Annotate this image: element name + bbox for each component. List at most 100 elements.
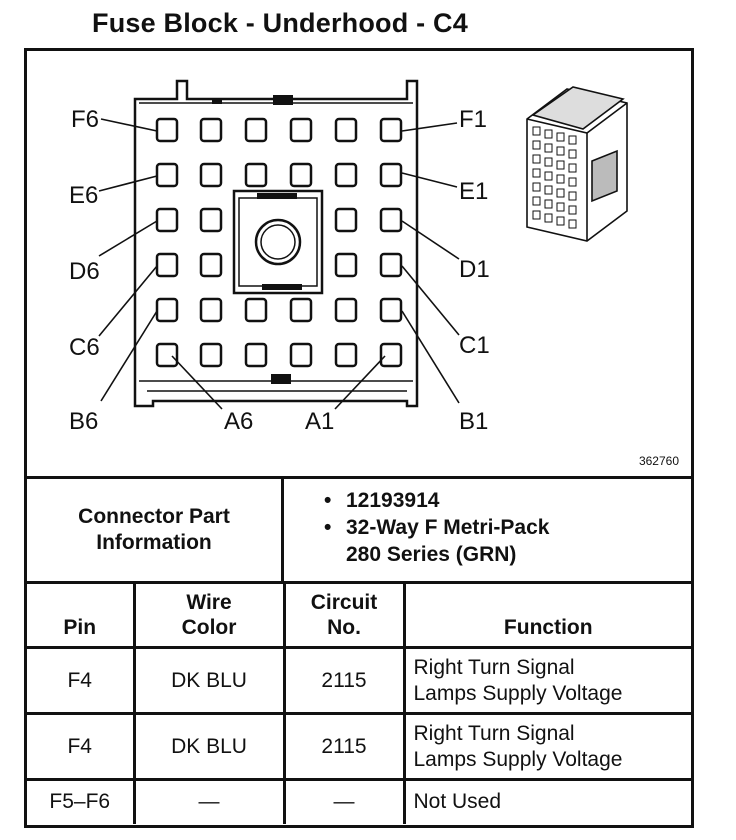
iso-cavity [556, 174, 565, 184]
iso-cavity [556, 216, 565, 226]
description-item-cont: 280 Series (GRN) [324, 541, 691, 568]
pin-cavity [155, 252, 179, 278]
iso-cavity [544, 143, 553, 153]
iso-cavity [568, 205, 577, 215]
figure-number: 362760 [638, 454, 679, 468]
pin-cavity [289, 117, 313, 143]
header-circuit: Circuit No. [282, 581, 404, 648]
pin-cavity [334, 117, 358, 143]
bullet-glyph: • [324, 516, 332, 539]
iso-cavity [544, 199, 553, 209]
connector-diagram: F6 E6 D6 C6 B6 A6 F1 E1 D1 C1 B1 A1 3627… [27, 51, 691, 476]
iso-cavity [532, 168, 541, 178]
iso-cavity [544, 157, 553, 167]
iso-cavity [532, 196, 541, 206]
header-wire-color: Wire Color [132, 581, 284, 648]
pin-cavity [244, 162, 268, 188]
function-cell: Not Used [402, 778, 691, 824]
pin-cell: F4 [27, 646, 134, 714]
connector-face-drawing: F6 E6 D6 C6 B6 A6 F1 E1 D1 C1 B1 A1 [69, 79, 628, 435]
pin-cavity [334, 342, 358, 368]
pin-table: Pin Wire Color Circuit No. Function F4 D… [27, 581, 691, 824]
connector-info-label: Connector Part Information [27, 479, 284, 581]
connector-info-section: Connector Part Information • 12193914 • … [27, 476, 691, 581]
pin-cavity [155, 162, 179, 188]
connector-info-details: • 12193914 • 32-Way F Metri-Pack 280 Ser… [284, 479, 691, 581]
bullet-glyph: • [324, 489, 332, 512]
pin-cavity [199, 252, 223, 278]
iso-cavity [568, 191, 577, 201]
header-function: Function [402, 581, 691, 648]
center-latch [232, 189, 324, 295]
pin-cavity [334, 252, 358, 278]
pin-label-b1: B1 [459, 408, 488, 435]
wire-color-cell: — [132, 778, 284, 824]
table-row: F4 DK BLU 2115 Right Turn Signal Lamps S… [27, 646, 691, 714]
pin-cavity [379, 252, 403, 278]
iso-cavity [532, 182, 541, 192]
iso-cavity [556, 202, 565, 212]
pin-cavity [155, 207, 179, 233]
pin-label-c6: C6 [69, 334, 100, 361]
connector-description-line2: 280 Series (GRN) [346, 543, 517, 566]
pin-label-d6: D6 [69, 258, 100, 285]
pin-cavity [379, 207, 403, 233]
pin-cavity [199, 207, 223, 233]
pin-cell: F4 [27, 712, 134, 780]
circuit-cell: 2115 [282, 712, 404, 780]
function-cell: Right Turn Signal Lamps Supply Voltage [402, 646, 691, 714]
iso-cavity [568, 149, 577, 159]
pin-label-c1: C1 [459, 332, 490, 359]
circuit-cell: 2115 [282, 646, 404, 714]
table-row: F5–F6 — — Not Used [27, 778, 691, 824]
pin-label-e6: E6 [69, 182, 98, 209]
pin-cavity [334, 207, 358, 233]
pin-cavity [155, 342, 179, 368]
pin-cavity [334, 297, 358, 323]
iso-cavity [544, 171, 553, 181]
pin-label-d1: D1 [459, 256, 490, 283]
iso-cavity [556, 132, 565, 142]
iso-cavity [568, 135, 577, 145]
part-number: 12193914 [346, 489, 440, 512]
iso-cavity [532, 126, 541, 136]
iso-cavity [532, 154, 541, 164]
pin-label-e1: E1 [459, 178, 488, 205]
iso-cavity [556, 146, 565, 156]
iso-cavity [532, 140, 541, 150]
iso-cavity [568, 163, 577, 173]
pin-cavity [244, 117, 268, 143]
pin-cavity [289, 162, 313, 188]
pin-label-a6: A6 [224, 408, 253, 435]
pin-cavity [379, 162, 403, 188]
pin-cavity [155, 117, 179, 143]
connector-3d-view [526, 86, 628, 242]
pin-cavity [379, 117, 403, 143]
iso-cavity [556, 160, 565, 170]
part-number-item: • 12193914 [324, 487, 691, 514]
page-title: Fuse Block - Underhood - C4 [92, 8, 468, 38]
pin-label-a1: A1 [305, 408, 334, 435]
connector-housing [133, 79, 419, 408]
description-item: • 32-Way F Metri-Pack [324, 514, 691, 541]
pin-table-header: Pin Wire Color Circuit No. Function [27, 581, 691, 648]
circuit-cell: — [282, 778, 404, 824]
pin-cavity [244, 342, 268, 368]
iso-cavity [532, 210, 541, 220]
wire-color-cell: DK BLU [132, 712, 284, 780]
pin-cavity [289, 342, 313, 368]
iso-cavity [568, 219, 577, 229]
iso-cavity [568, 177, 577, 187]
connector-info-label-line2: Information [96, 531, 212, 554]
connector-info-label-line1: Connector Part [78, 505, 230, 528]
wire-color-cell: DK BLU [132, 646, 284, 714]
iso-cavity [556, 188, 565, 198]
pin-cavity [289, 297, 313, 323]
pin-cavity [244, 297, 268, 323]
iso-cavity [544, 185, 553, 195]
pin-cavity [199, 342, 223, 368]
pin-label-b6: B6 [69, 408, 98, 435]
pin-label-f6: F6 [71, 106, 99, 133]
pin-label-f1: F1 [459, 106, 487, 133]
iso-cavity [544, 213, 553, 223]
